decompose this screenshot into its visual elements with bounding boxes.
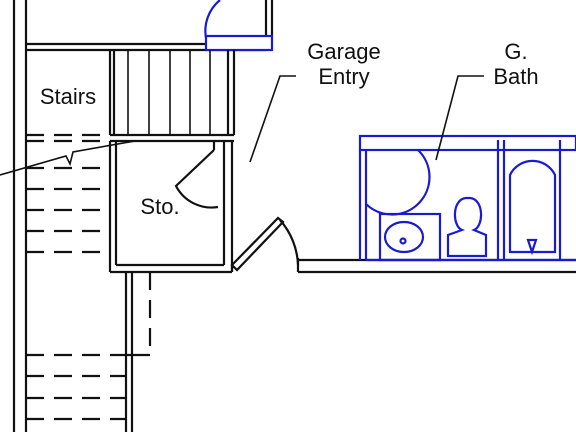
bath-top-wall xyxy=(358,134,576,152)
left-exterior-wall xyxy=(12,0,28,432)
bath-door-swing xyxy=(365,149,431,216)
bath-label-line2: Bath xyxy=(493,64,538,89)
bathtub-icon xyxy=(508,159,557,254)
garage-entry-door xyxy=(230,216,576,274)
upper-door-frame xyxy=(204,34,274,52)
stairs-dashed-edge xyxy=(26,133,110,143)
vanity xyxy=(378,212,442,262)
storage-label: Sto. xyxy=(140,194,179,219)
lower-stair-treads xyxy=(26,166,126,421)
upper-stair-treads xyxy=(108,50,236,143)
storage-closet xyxy=(108,141,234,274)
stair-break-line xyxy=(0,140,136,176)
lower-stair-walls xyxy=(124,272,152,432)
bath-label-line1: G. xyxy=(504,39,527,64)
upper-door-swing xyxy=(204,0,221,39)
tub-drain-icon xyxy=(526,238,538,256)
stairs-label: Stairs xyxy=(40,84,96,109)
sink-icon xyxy=(383,220,425,254)
label-leaders xyxy=(249,75,484,163)
toilet-icon xyxy=(446,196,488,258)
upper-room-wall xyxy=(26,0,274,52)
garage-entry-label-line1: Garage xyxy=(307,39,380,64)
garage-entry-leader xyxy=(249,75,296,163)
bath-leader xyxy=(435,75,484,161)
guest-bath xyxy=(358,134,576,262)
garage-entry-label-line2: Entry xyxy=(318,64,369,89)
